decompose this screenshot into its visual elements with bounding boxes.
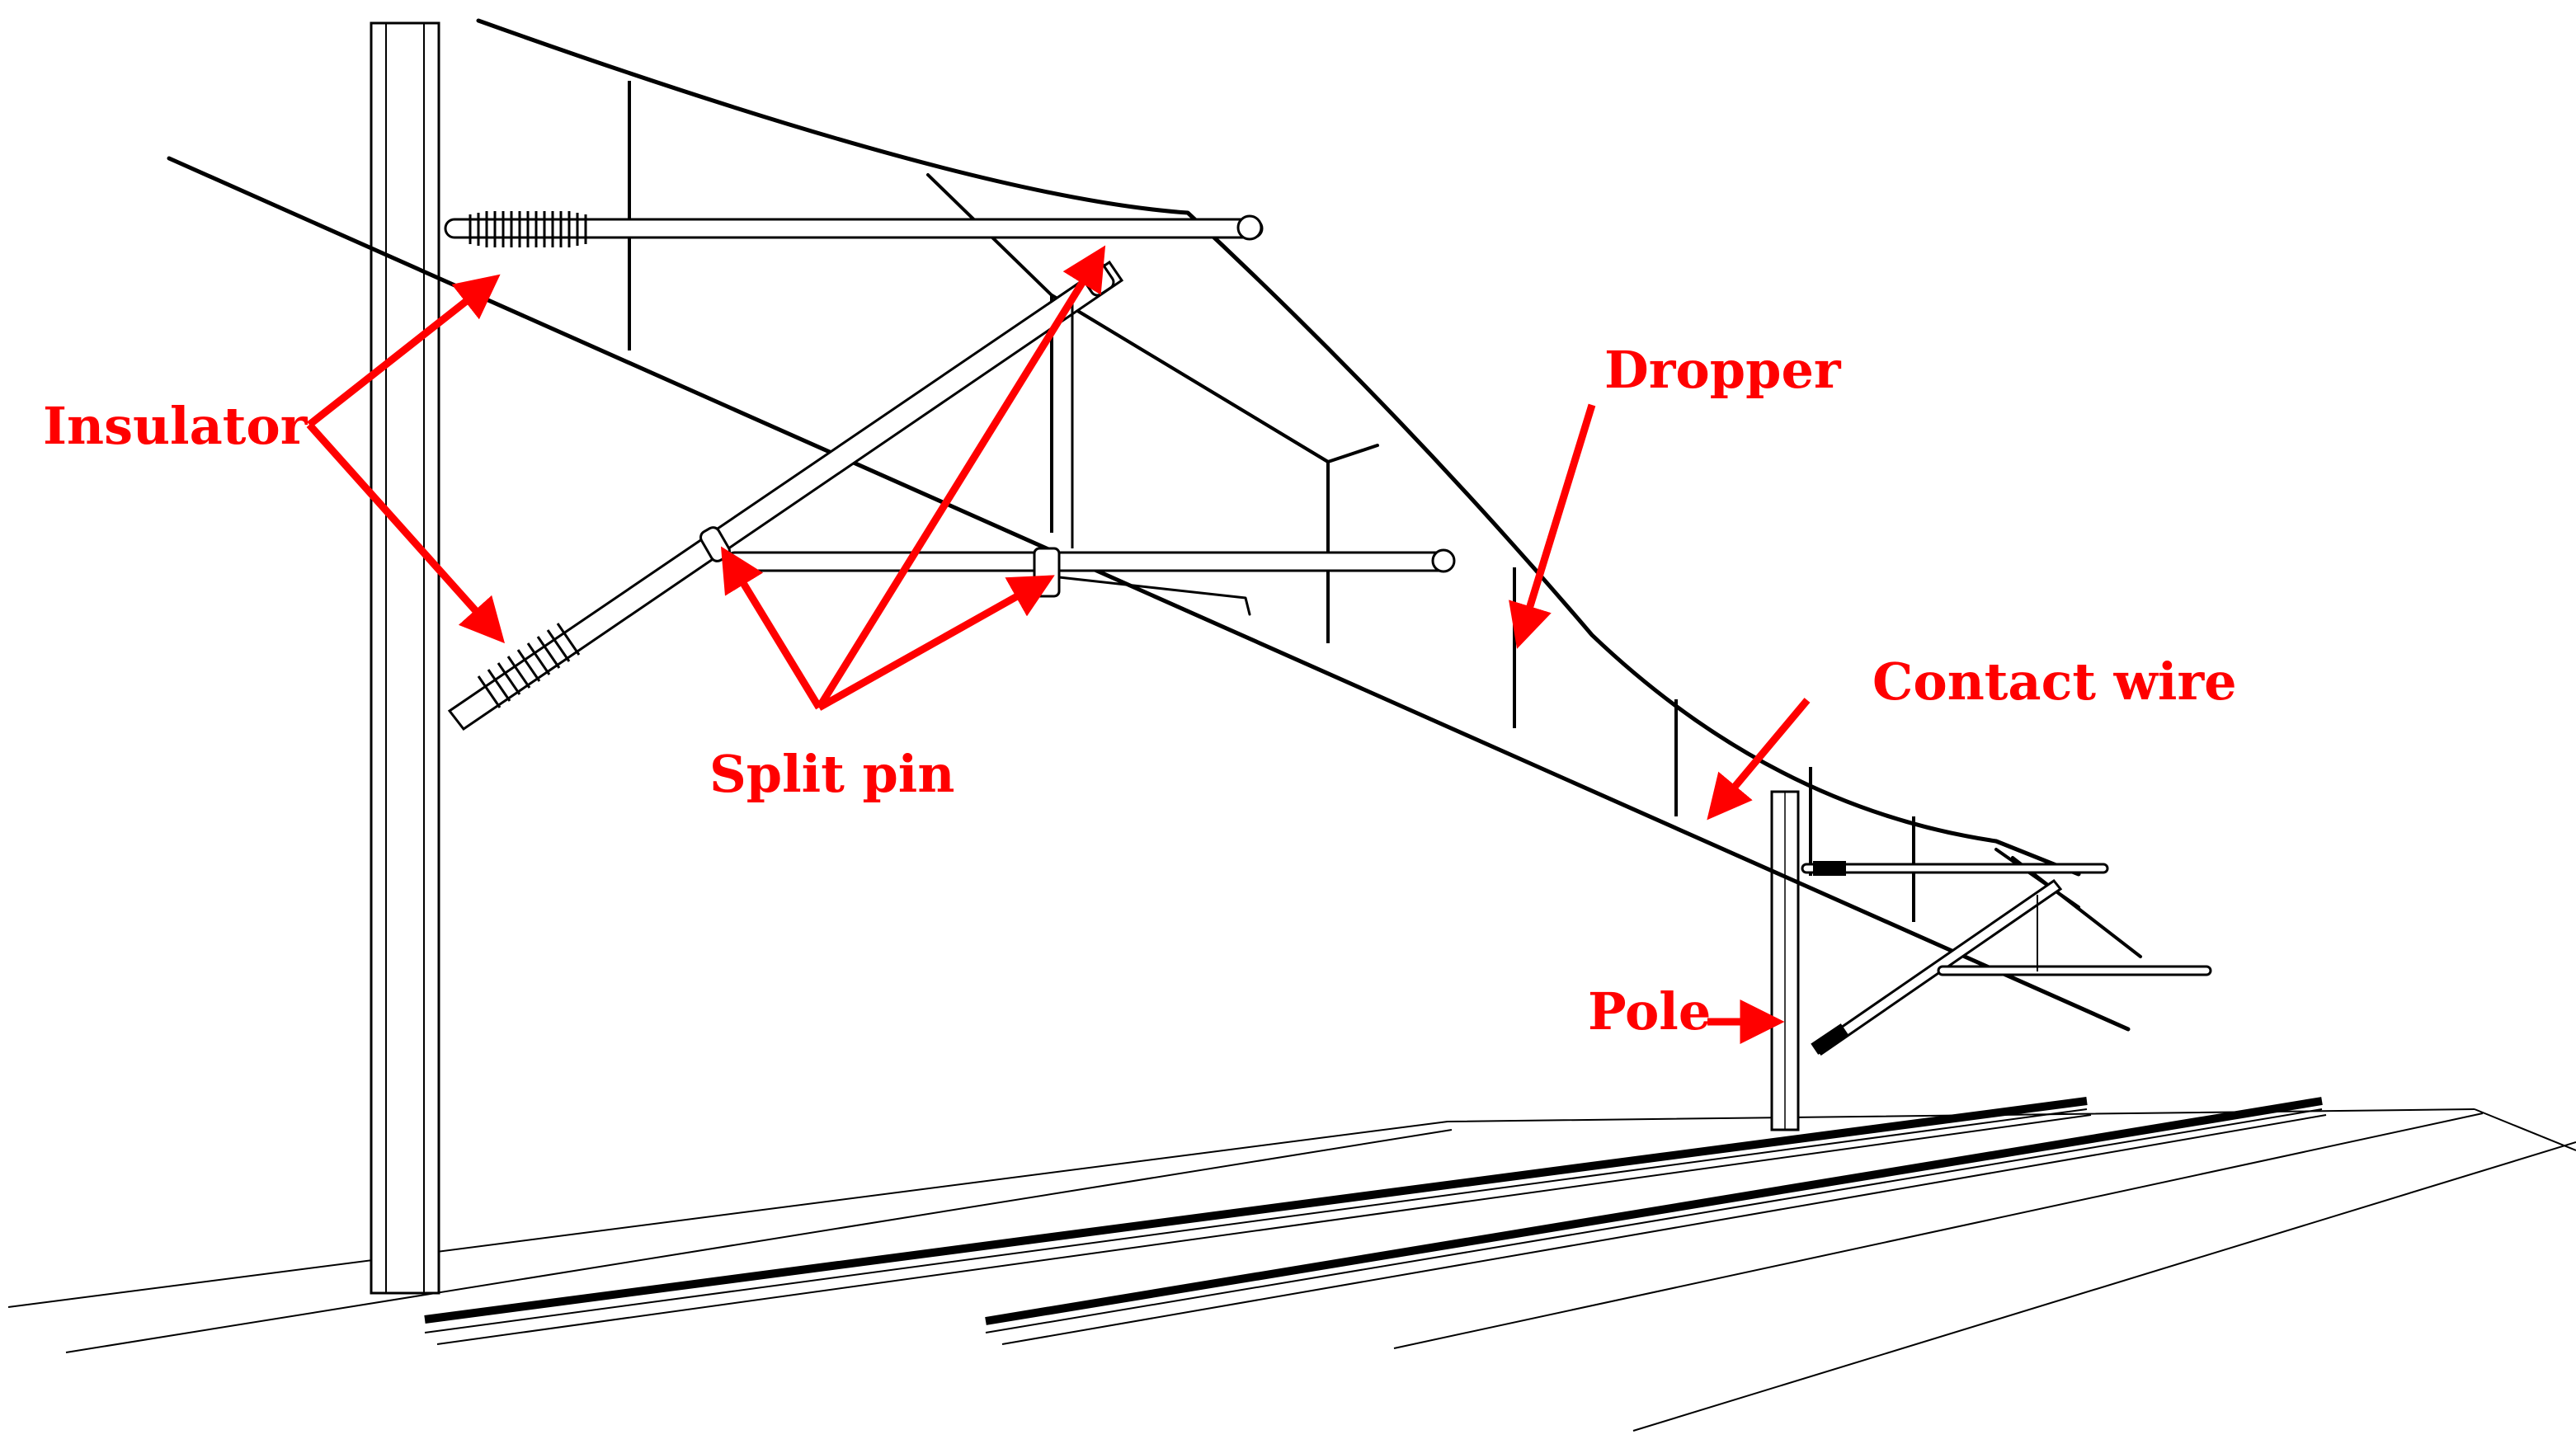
insulator-arrow-lower: [306, 422, 505, 644]
split-pin-arrow-upper: [816, 245, 1106, 710]
dropper-arrow: [1509, 403, 1596, 649]
insulator-label: Insulator: [43, 396, 308, 456]
droppers: [628, 81, 1915, 922]
dropper-label: Dropper: [1604, 340, 1842, 400]
pole-label: Pole: [1588, 981, 1711, 1042]
ground-lines: [7, 1108, 2576, 1432]
contact-wire-arrow: [1707, 698, 1811, 821]
insulator-arrow-upper: [307, 274, 501, 428]
split-pin-arrow-left: [720, 546, 822, 710]
contact-wire-label: Contact wire: [1872, 651, 2237, 712]
rail-left: [424, 1097, 2092, 1345]
registration-arm: [699, 297, 1456, 616]
far-pole: [1770, 790, 1800, 1131]
split-pin-label: Split pin: [709, 744, 954, 804]
annotation-arrows: [306, 245, 1811, 1044]
messenger-wire: [476, 18, 2081, 877]
split-pin-arrow-right: [817, 575, 1055, 711]
far-cantilever: [1801, 861, 2212, 1056]
main-pole: [370, 21, 440, 1295]
rail-right: [985, 1097, 2327, 1345]
upper-cantilever: [444, 211, 1264, 247]
